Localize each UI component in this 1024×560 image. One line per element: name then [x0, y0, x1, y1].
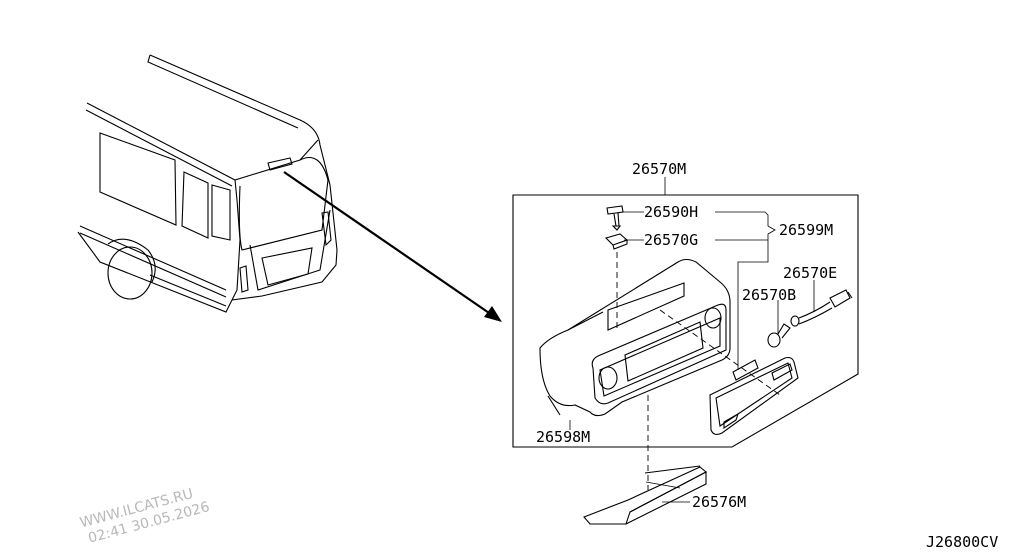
label-26599M[interactable]: 26599M — [779, 221, 833, 239]
label-26570E[interactable]: 26570E — [783, 264, 837, 282]
label-26570G[interactable]: 26570G — [644, 231, 698, 249]
vehicle-illustration — [77, 54, 338, 313]
clip-nut-drawing — [604, 233, 629, 250]
lamp-housing-drawing — [539, 258, 731, 417]
label-26590H[interactable]: 26590H — [644, 203, 698, 221]
assembly-lines — [616, 252, 781, 490]
harness-drawing — [790, 289, 853, 327]
pointer-arrow — [283, 171, 502, 322]
screw-drawing — [606, 205, 624, 231]
leader-lines — [569, 177, 815, 503]
watermark: WWW.ILCATS.RU 02:41 30.05.2026 — [78, 486, 211, 547]
cover-drawing — [583, 465, 707, 525]
label-26570M[interactable]: 26570M — [632, 160, 686, 178]
label-26570B[interactable]: 26570B — [742, 286, 796, 304]
label-26576M[interactable]: 26576M — [692, 493, 746, 511]
label-26598M[interactable]: 26598M — [536, 428, 590, 446]
lens-drawing — [709, 356, 799, 436]
bulb-drawing — [767, 323, 791, 348]
drawing-code: J26800CV — [926, 533, 998, 551]
assembly-frame — [512, 194, 859, 448]
